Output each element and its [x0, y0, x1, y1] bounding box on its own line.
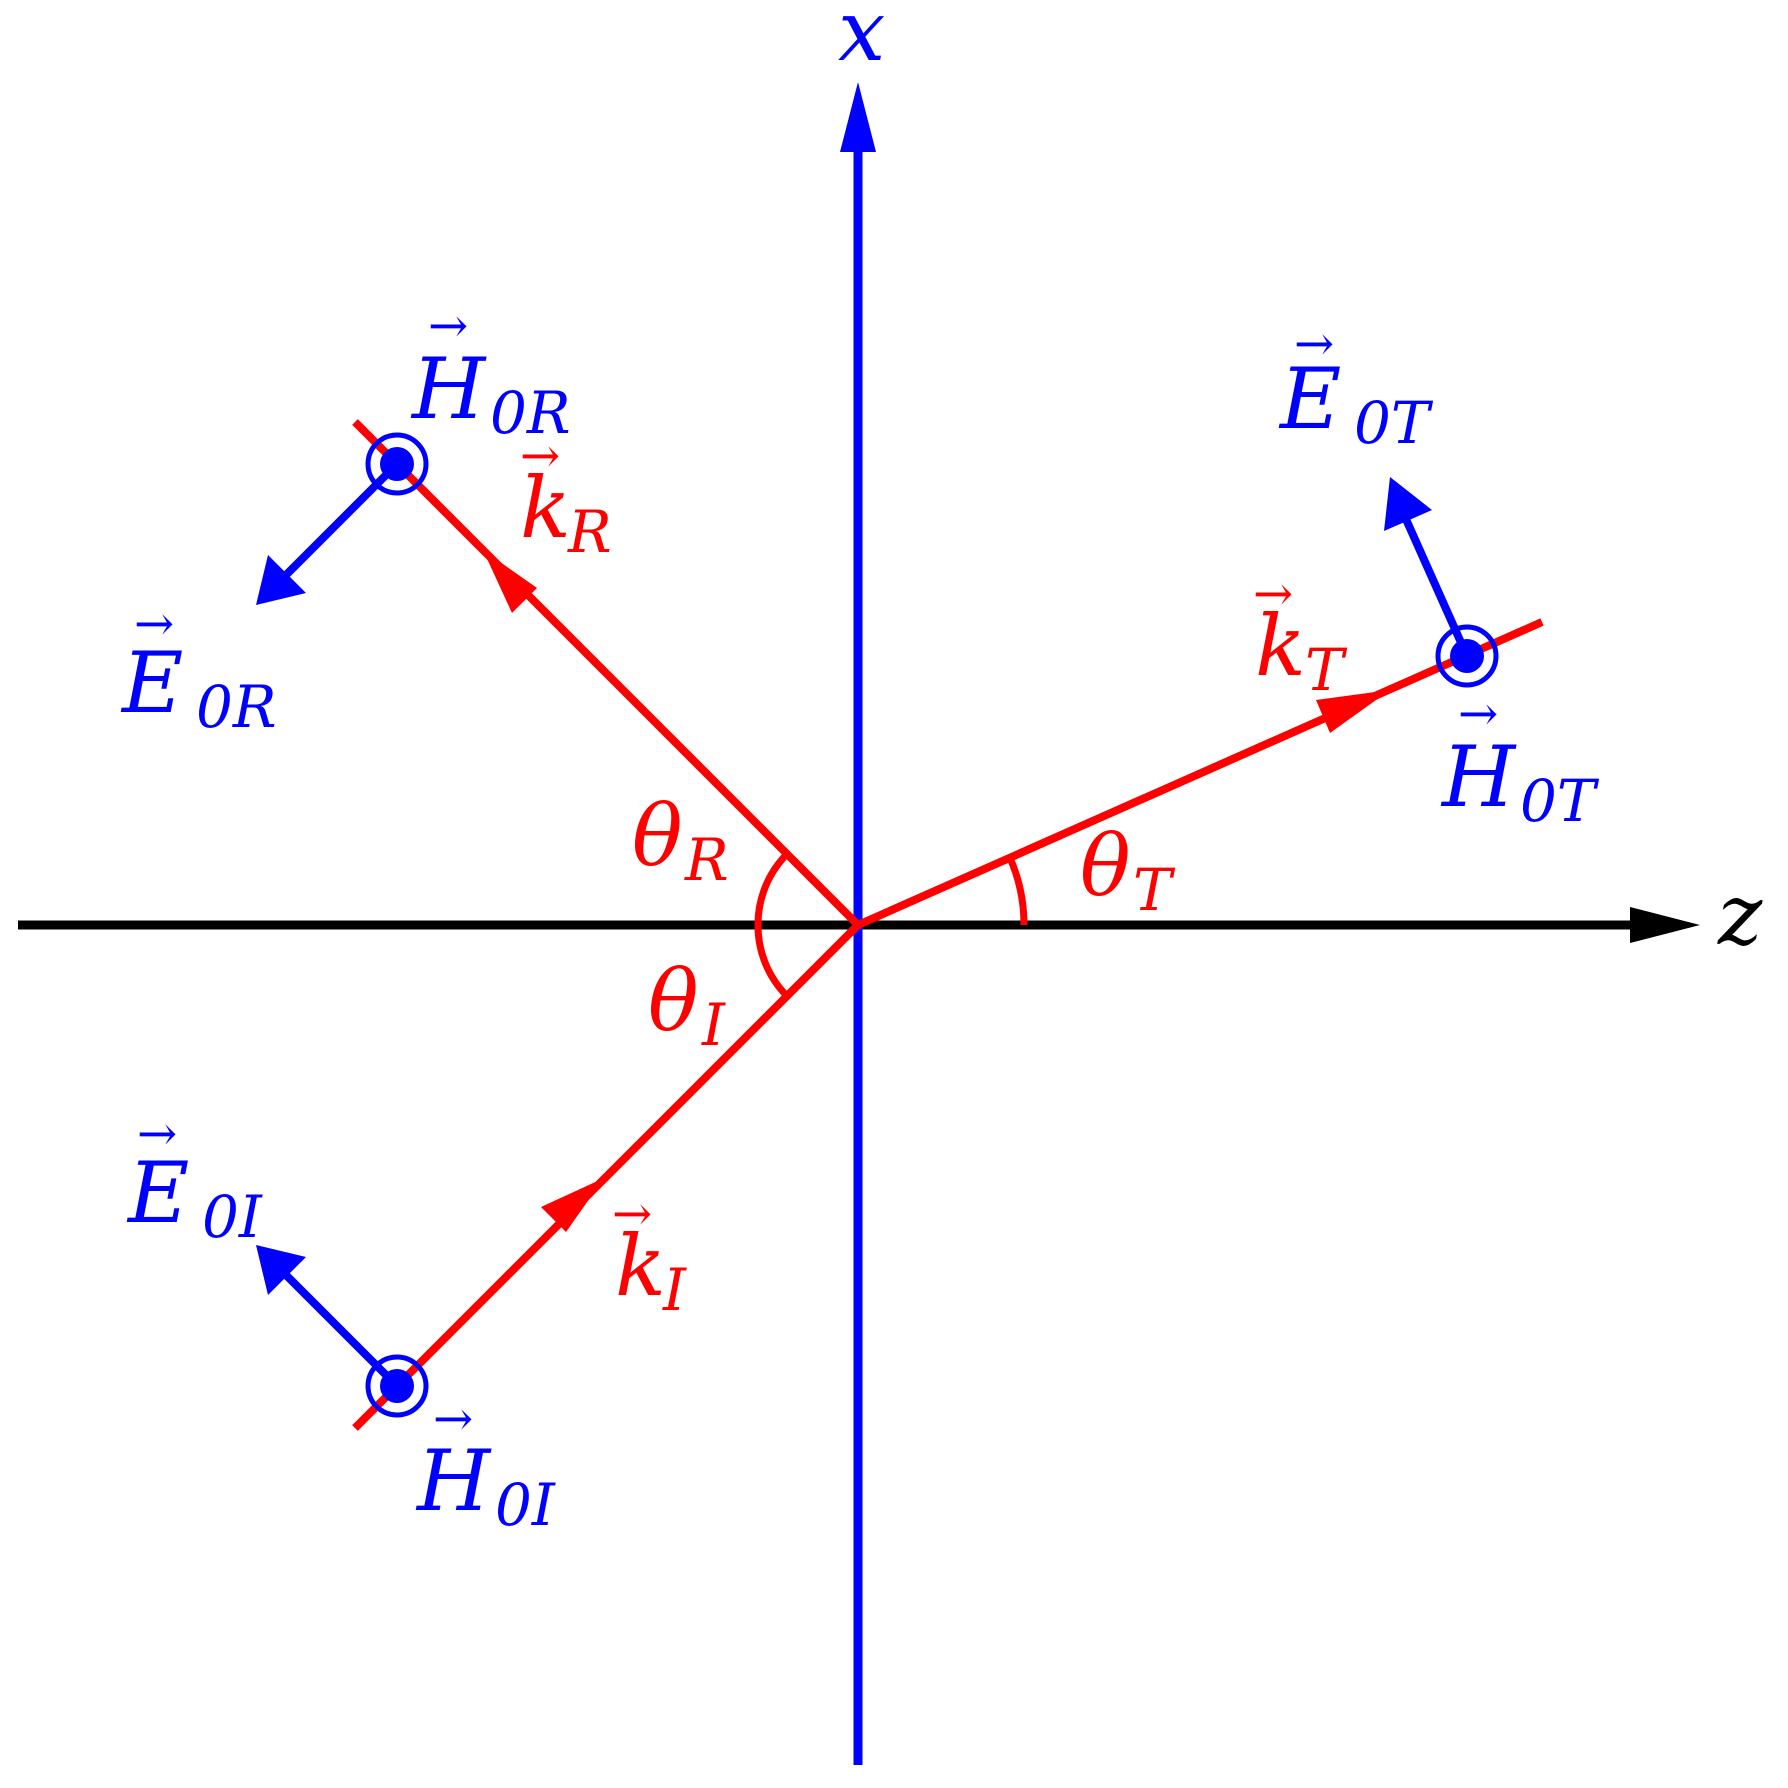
z-axis-arrowhead	[1630, 907, 1700, 943]
e-reflected-arrowhead	[256, 555, 306, 605]
h-transmitted-symbol: H	[1440, 728, 1517, 826]
k-transmitted-subscript: T	[1305, 636, 1348, 704]
theta-transmitted-arc	[1006, 856, 1028, 926]
k-incident-symbol: k	[615, 1217, 666, 1315]
e-transmitted-label: → E 0T	[1278, 316, 1434, 457]
theta-transmitted-symbol: θ	[1080, 817, 1131, 915]
e-transmitted-arrow-line	[1401, 515, 1471, 658]
theta-reflected-arc	[754, 851, 790, 926]
k-reflected-symbol: k	[520, 459, 571, 557]
x-axis-arrowhead	[840, 82, 876, 152]
h-incident-subscript: 0I	[495, 1471, 556, 1539]
h-transmitted-out-of-page-icon	[1435, 624, 1499, 688]
e-incident-arrowhead	[256, 1245, 306, 1295]
e-reflected-arrow-line	[279, 461, 400, 582]
e-transmitted-subscript: 0T	[1354, 389, 1434, 457]
k-reflected-arrow: →	[520, 428, 560, 484]
h-incident-label: → H 0I	[415, 1391, 556, 1539]
x-axis-label: x	[838, 0, 885, 80]
transmitted-ray	[856, 618, 1544, 929]
reflected-wave: → k R	[352, 419, 861, 928]
h-reflected-subscript: 0R	[490, 379, 571, 447]
theta-reflected-subscript: R	[684, 826, 729, 894]
h-reflected-ring	[365, 432, 429, 496]
theta-reflected-label: θ R	[632, 787, 729, 894]
h-incident-ring	[365, 1354, 429, 1418]
z-axis: z	[18, 866, 1763, 964]
k-incident-label: → k I	[612, 1186, 687, 1324]
e-incident-subscript: 0I	[202, 1183, 263, 1251]
incident-wave: → k I	[352, 922, 861, 1431]
h-reflected-label: → H 0R	[410, 298, 571, 447]
k-incident-arrow: →	[612, 1186, 652, 1242]
k-transmitted-label: → k T	[1253, 566, 1348, 704]
h-transmitted-subscript: 0T	[1520, 767, 1600, 835]
k-incident-subscript: I	[662, 1256, 687, 1324]
theta-incident-arc	[754, 924, 790, 999]
h-reflected-dot	[380, 447, 414, 481]
e-reflected-arrow: →	[134, 596, 174, 652]
theta-reflected-symbol: θ	[632, 787, 683, 885]
e-incident-arrow: →	[137, 1106, 177, 1162]
h-transmitted-dot	[1450, 639, 1484, 673]
k-reflected-subscript: R	[567, 498, 612, 566]
theta-transmitted-subscript: T	[1133, 856, 1176, 924]
h-transmitted-arrow: →	[1458, 686, 1498, 742]
z-axis-label: z	[1717, 866, 1763, 964]
theta-incident-symbol: θ	[648, 952, 699, 1050]
k-transmitted-symbol: k	[1255, 597, 1306, 695]
e-transmitted-arrow: →	[1294, 316, 1334, 372]
h-reflected-out-of-page-icon	[365, 432, 429, 496]
e-incident-arrow-line	[279, 1268, 400, 1389]
theta-incident-label: θ I	[648, 952, 726, 1059]
incident-ray	[352, 922, 861, 1431]
x-axis: x	[838, 0, 885, 1765]
e-reflected-label: → E 0R	[120, 596, 277, 741]
h-incident-symbol: H	[415, 1432, 492, 1530]
k-reflected-label: → k R	[520, 428, 612, 566]
e-reflected-subscript: 0R	[196, 673, 277, 741]
e-transmitted-symbol: E	[1278, 350, 1341, 448]
theta-incident-subscript: I	[701, 991, 726, 1059]
h-reflected-symbol: H	[410, 340, 487, 438]
e-transmitted-arrowhead	[1384, 477, 1432, 531]
h-incident-out-of-page-icon	[365, 1354, 429, 1418]
transmitted-ray-arrowhead	[1316, 690, 1390, 733]
e-incident-label: → E 0I	[126, 1106, 263, 1251]
h-reflected-arrow: →	[428, 298, 468, 354]
h-incident-arrow: →	[433, 1391, 473, 1447]
h-transmitted-ring	[1435, 624, 1499, 688]
e-incident-symbol: E	[126, 1144, 189, 1242]
h-incident-dot	[380, 1369, 414, 1403]
h-transmitted-label: → H 0T	[1440, 686, 1600, 835]
k-transmitted-arrow: →	[1253, 566, 1293, 622]
transmitted-wave: → k T	[856, 566, 1544, 929]
theta-transmitted-label: θ T	[1080, 817, 1176, 924]
reflected-ray	[352, 419, 861, 928]
angle-arcs	[754, 851, 1028, 999]
reflected-ray-arrowhead	[483, 550, 537, 613]
e-reflected-symbol: E	[120, 634, 183, 732]
e-transmitted-vector	[1384, 477, 1471, 658]
incident-ray-arrowhead	[541, 1178, 604, 1232]
